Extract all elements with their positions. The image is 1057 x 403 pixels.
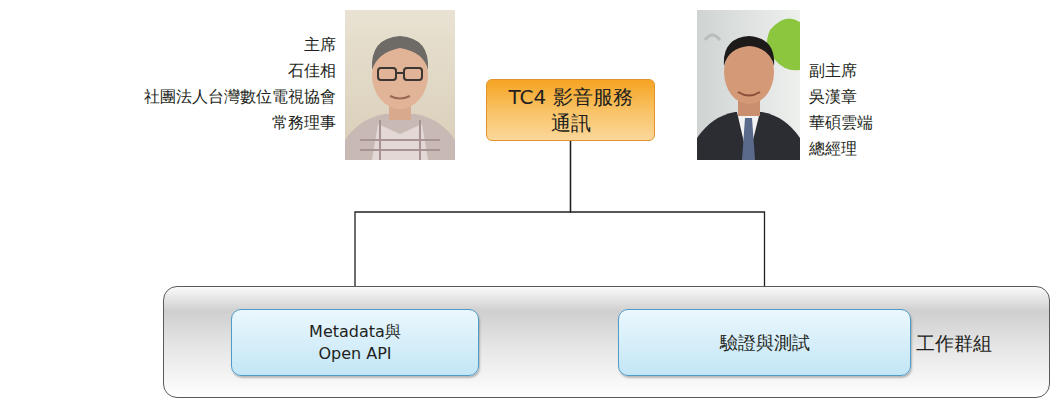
chair-portrait	[345, 10, 455, 160]
person-caption: 吳漢章	[809, 87, 857, 107]
person-caption: 社團法人台灣數位電視協會	[144, 87, 336, 107]
working-group-box: 驗證與測試	[618, 309, 911, 376]
person-caption: 總經理	[809, 139, 857, 159]
person-caption: 副主席	[809, 61, 857, 81]
box-text: 驗證與測試	[720, 331, 810, 355]
org-connector	[571, 141, 765, 309]
box-text: TC4 影音服務通訊	[506, 84, 636, 136]
person-caption: 主席	[304, 35, 336, 55]
person-caption: 石佳相	[288, 61, 336, 81]
org-connector	[355, 141, 571, 309]
vice-chair-portrait	[697, 10, 800, 160]
person-caption: 常務理事	[272, 113, 336, 133]
working-group-band: 工作群組 Metadata與 Open API 驗證與測試	[163, 286, 1050, 398]
group-label: 工作群組	[916, 331, 992, 355]
person-caption: 華碩雲端	[809, 113, 873, 133]
box-text: Metadata與 Open API	[295, 321, 415, 365]
committee-box: TC4 影音服務通訊	[486, 79, 655, 141]
working-group-box: Metadata與 Open API	[231, 309, 479, 376]
